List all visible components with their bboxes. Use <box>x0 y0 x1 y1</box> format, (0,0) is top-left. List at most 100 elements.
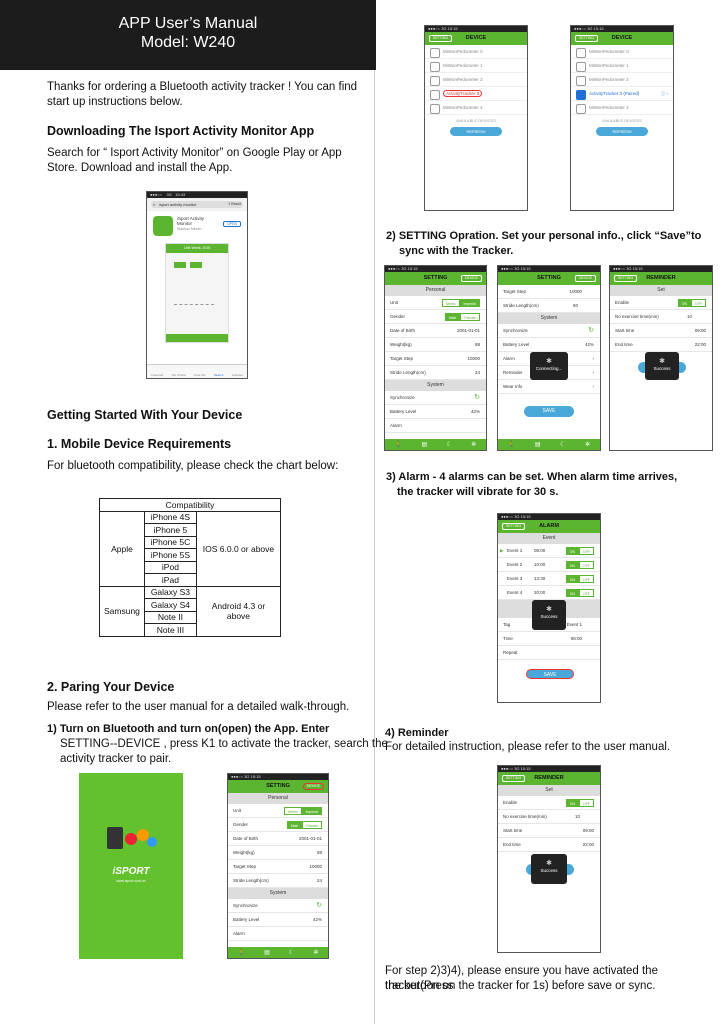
gear-icon[interactable]: ✲ <box>313 950 319 956</box>
spinner-icon: ✱ <box>546 358 552 365</box>
moon-icon[interactable]: ☾ <box>446 442 452 448</box>
app-listing[interactable]: iSport Activity Monitor Huizhou Minnie..… <box>147 211 247 243</box>
no-exercise-row[interactable]: No exercise time(min)10 <box>498 810 600 824</box>
column-divider <box>374 0 375 1024</box>
chart-icon[interactable]: ▤ <box>534 442 541 448</box>
device-item[interactable]: MiWonPedometer 0 <box>571 45 673 59</box>
back-setting-button[interactable]: SETTING <box>614 275 638 282</box>
weight-row[interactable]: Weight(kg)88 <box>385 338 486 352</box>
wear-info-row[interactable]: Wear Info› <box>498 380 600 394</box>
tab-updates[interactable]: Updates <box>231 373 243 377</box>
gear-icon[interactable]: ✲ <box>585 442 591 448</box>
device-cell: iPhone 5S <box>143 548 197 562</box>
moon-icon[interactable]: ☾ <box>560 442 566 448</box>
walk-icon[interactable]: 🚶 <box>237 950 246 956</box>
weight-row[interactable]: Weight(kg)88 <box>228 846 328 860</box>
nav-title: SETTING <box>266 783 290 789</box>
bottom-tab-bar: 🚶 ▤ ☾ ✲ <box>228 947 328 958</box>
chart-icon[interactable]: ▤ <box>264 950 270 956</box>
refresh-button[interactable]: REFRESH <box>450 127 502 136</box>
section-set: Set <box>498 785 600 796</box>
chart-icon[interactable]: ▤ <box>421 442 428 448</box>
sync-row[interactable]: Synchronize↻ <box>498 324 600 338</box>
no-exercise-row[interactable]: No exercise time(min)10 <box>610 310 712 324</box>
stride-row[interactable]: Stride Length(cm)24 <box>385 366 486 380</box>
sync-icon[interactable]: ↻ <box>588 327 594 334</box>
walk-icon[interactable]: 🚶 <box>507 442 516 448</box>
tab-search[interactable]: Search <box>213 373 224 377</box>
back-setting-button[interactable]: SETTING <box>502 775 526 782</box>
tab-featured[interactable]: Featured <box>151 373 164 377</box>
available-label: AVAILABLE DEVICES <box>456 118 496 123</box>
store-tab-bar: Featured Top Charts Near Me Search Updat… <box>147 364 247 378</box>
sync-row[interactable]: Synchronize↻ <box>385 391 486 405</box>
sync-row[interactable]: Synchronize↻ <box>228 899 328 913</box>
app-icon <box>153 216 173 236</box>
device-button[interactable]: DEVICE <box>460 275 482 282</box>
back-setting-button[interactable]: SETTING <box>429 35 453 42</box>
device-item-paired[interactable]: ActivityTracker 3 (Paired)ⓘ › <box>571 87 673 101</box>
device-button[interactable]: DEVICE <box>302 783 324 790</box>
repeat-row[interactable]: Repeat <box>498 646 600 660</box>
gear-icon[interactable]: ✲ <box>471 442 477 448</box>
sync-icon[interactable]: ↻ <box>474 394 480 401</box>
alarm-row[interactable]: Alarm <box>385 419 486 433</box>
status-bar: ●●●○○ 3G 15:15 <box>425 26 527 32</box>
alarm-row[interactable]: Alarm <box>228 927 328 941</box>
refresh-button[interactable]: REFRESH <box>596 127 648 136</box>
tab-top-charts[interactable]: Top Charts <box>171 373 186 377</box>
sync-icon[interactable]: ↻ <box>316 902 322 909</box>
back-setting-button[interactable]: SETTING <box>575 35 599 42</box>
walk-icon[interactable]: 🚶 <box>394 442 403 448</box>
device-item[interactable]: MiWonPedometer 2 <box>425 73 527 87</box>
stride-row[interactable]: Stride Length(cm)24 <box>228 874 328 888</box>
app-preview: 18th Week, 2015 <box>165 243 229 343</box>
device-item[interactable]: MiWonPedometer 1 <box>571 59 673 73</box>
tab-near-me[interactable]: Near Me <box>194 373 206 377</box>
apple-label: Apple <box>99 510 145 587</box>
section-event: Event <box>498 533 600 544</box>
store-search-bar[interactable]: ⌕ isport activity monitor 1 Result <box>147 198 247 211</box>
success-overlay: ✱Success <box>645 352 679 380</box>
device-item[interactable]: MiWonPedometer 4 <box>571 101 673 115</box>
back-setting-button[interactable]: SETTING <box>502 523 526 530</box>
device-item[interactable]: MiWonPedometer 0 <box>425 45 527 59</box>
stride-row[interactable]: Stride Length(cm)60 <box>498 299 600 313</box>
device-item-target[interactable]: ActivityTracker 3 <box>425 87 527 101</box>
bottom-tab-bar: 🚶 ▤ ☾ ✲ <box>498 439 600 450</box>
info-icon[interactable]: ⓘ › <box>660 91 668 96</box>
device-button[interactable]: DEVICE <box>574 275 596 282</box>
open-button[interactable]: OPEN <box>223 221 241 227</box>
step1-line2: SETTING--DEVICE , press K1 to activate t… <box>60 738 388 750</box>
device-item[interactable]: MiWonPedometer 2 <box>571 73 673 87</box>
save-button[interactable]: SAVE <box>524 406 574 417</box>
device-item[interactable]: MiWonPedometer 4 <box>425 101 527 115</box>
save-button[interactable]: SAVE <box>526 669 574 679</box>
moon-icon[interactable]: ☾ <box>288 950 295 956</box>
device-item[interactable]: MiWonPedometer 1 <box>425 59 527 73</box>
